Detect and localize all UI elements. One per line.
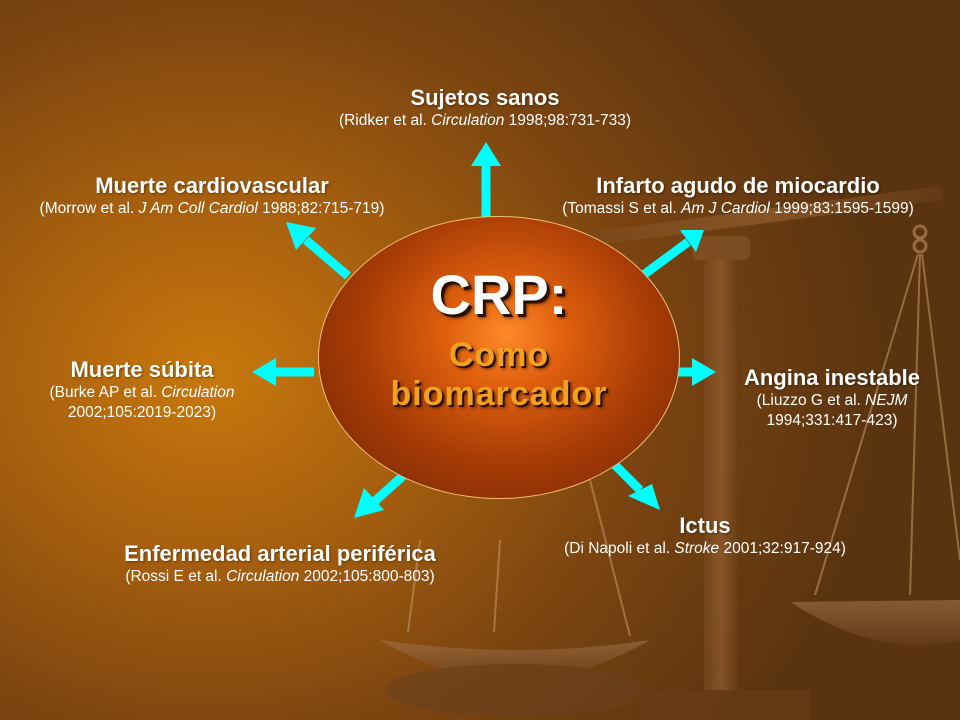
outcome-enfermedad-arterial: Enfermedad arterial periférica (Rossi E … xyxy=(70,540,490,587)
arrow-upright-infarto xyxy=(639,230,704,280)
outcome-reference: (Ridker et al. Circulation 1998;98:731-7… xyxy=(338,112,632,129)
outcome-reference: (Liuzzo G et al. NEJM xyxy=(756,392,908,409)
outcome-reference: (Morrow et al. J Am Coll Cardiol 1988;82… xyxy=(39,200,385,217)
outcome-reference: (Tomassi S et al. Am J Cardiol 1999;83:1… xyxy=(562,200,914,217)
arrow-downleft-enfermedad xyxy=(354,470,409,518)
outcome-infarto: Infarto agudo de miocardio (Tomassi S et… xyxy=(520,172,956,219)
arrow-left-muerte-subita xyxy=(252,358,314,386)
crp-center-ellipse xyxy=(318,216,680,499)
outcome-title: Angina inestable xyxy=(743,365,921,390)
arrow-up-sujetos-sanos xyxy=(471,142,501,222)
outcome-title: Muerte súbita xyxy=(70,357,214,382)
outcome-ictus: Ictus (Di Napoli et al. Stroke 2001;32:9… xyxy=(520,512,890,559)
center-subtitle: Como biomarcador xyxy=(318,336,680,414)
outcome-muerte-cardiovascular: Muerte cardiovascular (Morrow et al. J A… xyxy=(2,172,422,219)
outcome-title: Enfermedad arterial periférica xyxy=(124,541,436,566)
outcome-title: Sujetos sanos xyxy=(410,85,560,110)
outcome-angina: Angina inestable (Liuzzo G et al. NEJM 1… xyxy=(712,364,952,431)
outcome-reference: (Di Napoli et al. Stroke 2001;32:917-924… xyxy=(564,540,846,557)
outcome-title: Muerte cardiovascular xyxy=(95,173,329,198)
arrow-upleft-muerte-cardiovascular xyxy=(286,222,351,280)
outcome-reference-line2: 1994;331:417-423) xyxy=(766,412,898,429)
outcome-reference: (Rossi E et al. Circulation 2002;105:800… xyxy=(125,568,435,585)
outcome-reference: (Burke AP et al. Circulation xyxy=(49,384,235,401)
outcome-title: Ictus xyxy=(679,513,731,538)
center-subtitle-line1: Como xyxy=(448,336,550,374)
center-title: CRP: xyxy=(430,263,568,326)
center-subtitle-line2: biomarcador xyxy=(390,375,608,413)
outcome-title: Infarto agudo de miocardio xyxy=(596,173,880,198)
outcome-muerte-subita: Muerte súbita (Burke AP et al. Circulati… xyxy=(14,356,270,423)
arrow-downright-ictus xyxy=(606,456,660,510)
outcome-reference-line2: 2002;105:2019-2023) xyxy=(67,404,217,421)
outcome-sujetos-sanos: Sujetos sanos (Ridker et al. Circulation… xyxy=(290,84,680,131)
